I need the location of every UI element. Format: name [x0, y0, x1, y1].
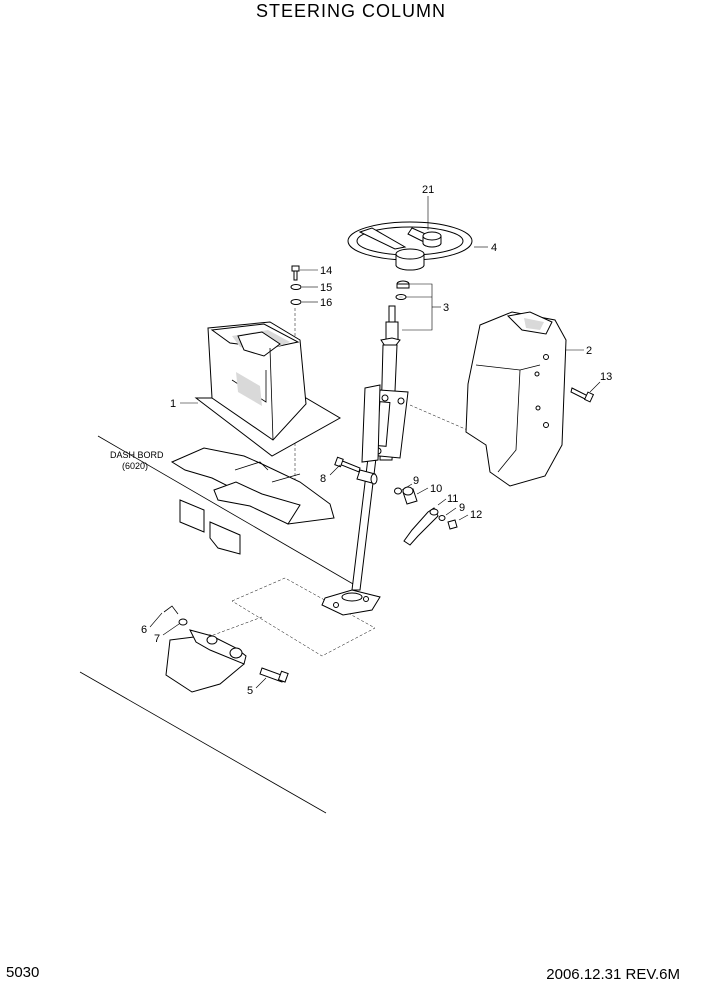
- callout-15: 15: [320, 282, 332, 294]
- callout-9b: 9: [459, 502, 465, 514]
- steering-wheel: [347, 221, 473, 271]
- column-cover-2: [465, 311, 567, 487]
- callout-7: 7: [154, 633, 160, 645]
- dashboard-note-line2: (6020): [122, 461, 148, 471]
- revision-stamp: 2006.12.31 REV.6M: [546, 966, 680, 983]
- callout-13: 13: [600, 371, 612, 383]
- callout-9a: 9: [413, 475, 419, 487]
- leader-lines: [149, 196, 601, 689]
- bolt-5: [259, 667, 289, 683]
- nut-washer-set: [395, 280, 410, 300]
- column-cover-1: [194, 321, 342, 457]
- washer-9b: [438, 515, 446, 521]
- steering-column: [321, 305, 409, 616]
- callout-14: 14: [320, 265, 332, 277]
- callout-12: 12: [470, 509, 482, 521]
- tilt-pedal-bracket: [165, 629, 247, 693]
- callout-11: 11: [447, 493, 458, 505]
- callout-4: 4: [491, 242, 497, 254]
- mounting-plane: [231, 577, 376, 657]
- callout-6: 6: [141, 624, 147, 636]
- pin-6: [163, 605, 179, 615]
- floor-edge-line: [79, 671, 327, 814]
- nut-12: [447, 519, 458, 530]
- dashboard-bracket: [170, 447, 335, 555]
- pedal-center-line: [207, 616, 263, 638]
- callout-1: 1: [170, 398, 176, 410]
- callout-16: 16: [320, 297, 332, 309]
- tilt-lever-11: [403, 507, 439, 546]
- washer-7: [178, 618, 188, 626]
- washer-16: [290, 299, 302, 305]
- bolt-14: [291, 265, 300, 281]
- spring-washer-15: [290, 284, 302, 290]
- callout-21: 21: [422, 184, 434, 196]
- bushing-10: [402, 486, 418, 505]
- bolt-8: [334, 456, 361, 473]
- screw-13: [570, 387, 595, 403]
- page-title: STEERING COLUMN: [255, 1, 447, 21]
- washer-9: [394, 487, 402, 495]
- callout-10: 10: [430, 483, 442, 495]
- callout-8: 8: [320, 473, 326, 485]
- callout-3: 3: [443, 302, 449, 314]
- page-number: 5030: [6, 964, 40, 981]
- callout-2: 2: [586, 345, 592, 357]
- callout-5: 5: [247, 685, 253, 697]
- dashboard-edge-line: [97, 435, 361, 589]
- dashboard-note-line1: DASH BORD: [110, 450, 164, 460]
